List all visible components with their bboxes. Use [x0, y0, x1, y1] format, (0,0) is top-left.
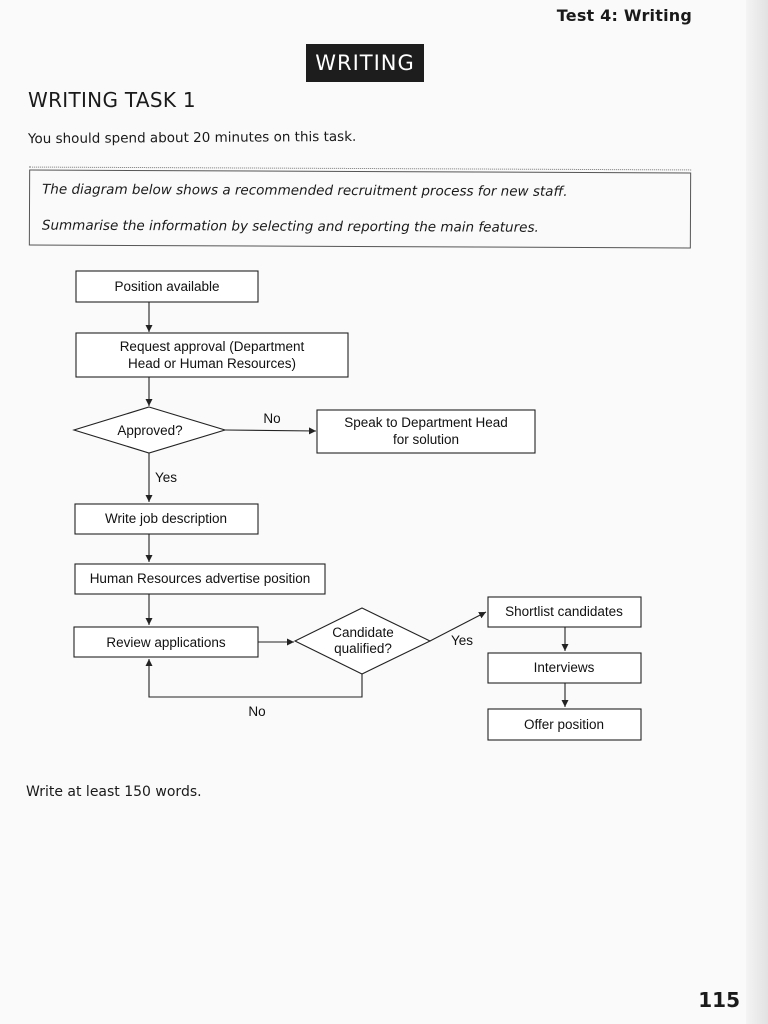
node-speak-department-head-label-2: for solution [393, 432, 459, 447]
edge-approved-no [224, 427, 317, 435]
node-request-approval [75, 332, 349, 378]
edge-candidate-yes [429, 611, 487, 642]
node-offer-position [487, 708, 642, 741]
edge-approved-yes-label: Yes [155, 470, 177, 485]
test-section-label: Test 4: Writing [556, 6, 692, 25]
node-review-applications-label: Review applications [106, 635, 226, 650]
edge-candidate-yes-label: Yes [451, 633, 473, 648]
word-count-instruction: Write at least 150 words. [26, 784, 202, 800]
node-review-applications [73, 626, 259, 658]
node-request-approval-label-2: Head or Human Resources) [128, 356, 296, 371]
node-request-approval-label-1: Request approval (Department [120, 339, 305, 354]
task-title: WRITING TASK 1 [28, 88, 196, 112]
node-interviews [487, 652, 642, 684]
edge-candidate-no-label: No [248, 704, 265, 719]
node-shortlist-candidates [487, 596, 642, 628]
node-write-job-description-label: Write job description [105, 511, 227, 526]
node-position-available-label: Position available [114, 279, 219, 294]
node-write-job-description [74, 503, 259, 535]
node-position-available [75, 270, 259, 303]
page-edge-shadow [746, 0, 768, 1024]
writing-banner: WRITING [306, 44, 424, 82]
node-approved-label: Approved? [117, 423, 182, 438]
node-speak-department-head [316, 409, 536, 454]
edge-candidate-no [145, 659, 363, 698]
page-number: 115 [698, 988, 740, 1012]
node-shortlist-candidates-label: Shortlist candidates [505, 604, 623, 619]
node-hr-advertise-label: Human Resources advertise position [90, 571, 311, 586]
node-offer-position-label: Offer position [524, 717, 604, 732]
edge-approved-no-label: No [263, 411, 280, 426]
node-hr-advertise [74, 563, 326, 595]
node-interviews-label: Interviews [534, 660, 595, 675]
node-candidate-qualified-label-2: qualified? [334, 641, 392, 656]
node-speak-department-head-label-1: Speak to Department Head [344, 415, 508, 430]
node-candidate-qualified-label-1: Candidate [332, 625, 394, 640]
